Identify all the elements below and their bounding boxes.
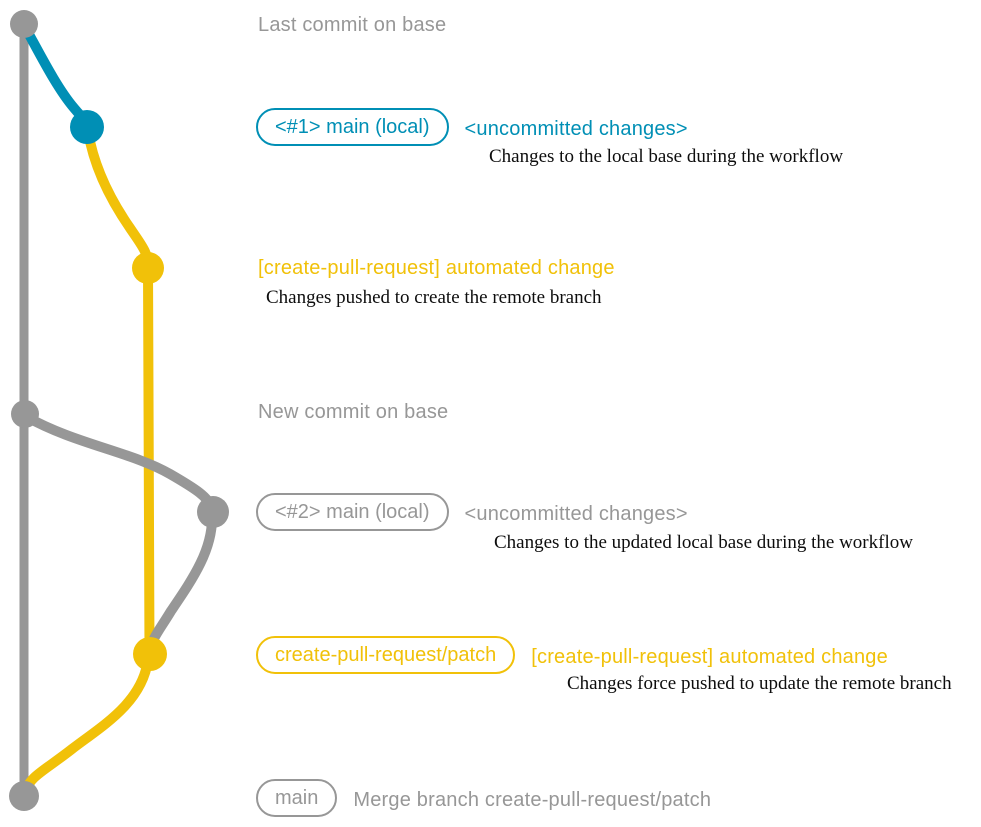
local-main-2-curve-out	[145, 511, 218, 658]
commit-message-new-base: New commit on base	[258, 401, 449, 423]
commit-dot-patch-1	[132, 252, 164, 284]
commit-dot-patch-2	[133, 637, 167, 671]
commit-row-merge: main Merge branch create-pull-request/pat…	[256, 779, 711, 817]
commit-dot-local-main-1	[70, 110, 104, 144]
annotation-pushed-create-branch: Changes pushed to create the remote bran…	[266, 287, 602, 308]
patch-create-curve	[83, 126, 153, 272]
commit-message-merge: Merge branch create-pull-request/patch	[353, 788, 712, 811]
commit-row-patch-2: create-pull-request/patch [create-pull-re…	[256, 636, 888, 674]
branch-badge-main-local-2: <#2> main (local)	[256, 493, 449, 531]
commit-message-uncommitted-1: <uncommitted changes>	[464, 117, 688, 140]
local-main-2-curve-in	[22, 412, 217, 513]
commit-dot-merge	[9, 781, 39, 811]
branch-badge-main-local-1: <#1> main (local)	[256, 108, 449, 146]
annotation-updated-local-base-changes: Changes to the updated local base during…	[494, 532, 913, 553]
commit-dot-last-base	[10, 10, 38, 38]
commit-row-local-main-1: <#1> main (local) <uncommitted changes>	[256, 108, 688, 146]
branch-badge-main: main	[256, 779, 338, 817]
commit-message-uncommitted-2: <uncommitted changes>	[464, 502, 688, 525]
commit-message-last-base: Last commit on base	[258, 14, 447, 36]
annotation-force-pushed-update-branch: Changes force pushed to update the remot…	[567, 673, 952, 694]
commit-dot-local-main-2	[197, 496, 229, 528]
merge-curve	[20, 655, 153, 797]
commit-message-automated-change-1: [create-pull-request] automated change	[258, 257, 615, 279]
local-main-1-curve	[20, 22, 92, 131]
commit-message-automated-change-2: [create-pull-request] automated change	[531, 645, 888, 668]
commit-dot-new-base	[11, 400, 39, 428]
branch-badge-create-pull-request-patch: create-pull-request/patch	[256, 636, 516, 674]
commit-row-local-main-2: <#2> main (local) <uncommitted changes>	[256, 493, 688, 531]
annotation-local-base-changes: Changes to the local base during the wor…	[489, 146, 844, 167]
